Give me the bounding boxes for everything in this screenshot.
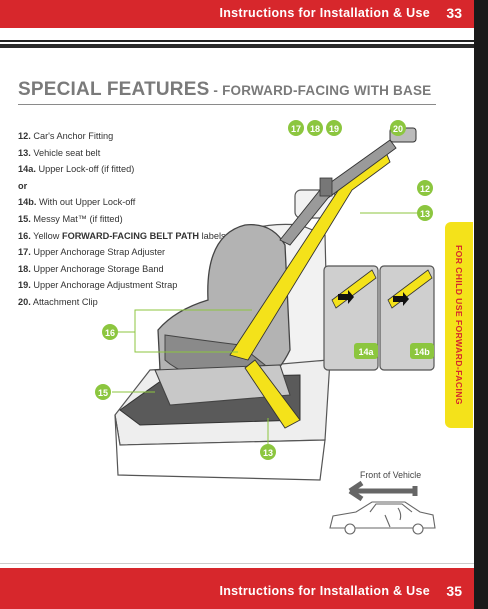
legend-text: With out Upper Lock-off [38,197,136,208]
legend-text: Attachment Clip [32,296,98,307]
legend-number: 14b. [18,197,37,208]
callout-20: 20 [390,120,406,136]
legend-text: Vehicle seat belt [33,147,101,158]
legend-item: 13. Vehicle seat belt [18,145,228,162]
legend-text: Messy Mat™ (if fitted) [33,213,123,224]
vehicle-seat-front [114,414,326,481]
side-tab: FOR CHILD USE FORWARD-FACING [445,222,473,428]
legend-or: or [18,180,28,191]
top-header-title: Instructions for Installation & Use [219,6,430,20]
legend-text: Upper Anchorage Storage Band [33,263,164,274]
front-of-vehicle-label: Front of Vehicle [360,470,422,480]
callout-19: 19 [326,120,342,136]
legend-number: 17. [18,247,31,258]
front-arrow-icon [348,480,418,502]
legend-text-bold: FORWARD-FACING BELT PATH [61,230,200,241]
legend-item: 17. Upper Anchorage Strap Adjuster [18,244,228,261]
svg-text:14b: 14b [414,347,430,357]
svg-text:17: 17 [291,124,301,134]
callout-18: 18 [307,120,323,136]
legend-text: Upper Anchorage Adjustment Strap [33,280,178,291]
heading-main: SPECIAL FEATURES [18,79,210,100]
legend-item: 20. Attachment Clip [18,294,228,311]
svg-text:19: 19 [329,124,339,134]
legend-text: Upper Lock-off (if fitted) [38,164,135,175]
footer-rule [0,563,474,564]
side-tab-text: FOR CHILD USE FORWARD-FACING [454,245,464,405]
legend-number: 14a. [18,164,36,175]
strap-adjuster [319,177,333,197]
callout-13-bottom: 13 [260,444,276,460]
yellow-seat-belt-lower [244,359,301,429]
legend-item: 19. Upper Anchorage Adjustment Strap [18,277,228,294]
leader-16-lower [134,332,238,353]
callout-16: 16 [102,324,118,340]
heading-sub: FORWARD-FACING WITH BASE [222,83,432,98]
svg-text:18: 18 [310,124,320,134]
bottom-page-number: 35 [446,583,462,599]
svg-text:20: 20 [393,124,403,134]
legend-number: 20. [18,296,31,307]
legend-item: 14a. Upper Lock-off (if fitted) [18,161,228,178]
inset-14b-arrow-label [393,292,409,306]
car-seat-illustration: 17 18 19 20 12 13 16 15 13 14a 14b [95,120,436,535]
leader-16-upper [118,309,252,333]
top-page-number: 33 [446,5,462,21]
callout-13-top: 13 [417,205,433,221]
car-outline-icon [329,501,436,535]
feature-legend: 12. Car's Anchor Fitting 13. Vehicle sea… [18,128,228,311]
legend-number: 19. [18,280,31,291]
legend-item: 16. Yellow FORWARD-FACING BELT PATH labe… [18,228,228,245]
callout-leaders [112,212,420,452]
svg-text:15: 15 [98,388,108,398]
legend-item: 15. Messy Mat™ (if fitted) [18,211,228,228]
svg-text:14a: 14a [358,347,374,357]
legend-number: 15. [18,213,31,224]
top-header-bar: Instructions for Installation & Use 33 [0,0,474,28]
previous-page-strip [0,28,474,42]
legend-number: 16. [18,230,31,241]
callout-14a: 14a [354,343,378,359]
bottom-footer-bar: Instructions for Installation & Use 35 [0,568,474,609]
bottom-footer-title: Instructions for Installation & Use [219,584,430,598]
legend-text: Car's Anchor Fitting [33,131,114,141]
manual-page: Instructions for Installation & Use 33 S… [0,0,474,609]
legend-text: labels [199,230,226,241]
page-gap [0,44,474,48]
callout-15: 15 [95,384,111,400]
legend-item: 12. Car's Anchor Fitting [18,128,228,145]
heading-divider [18,104,436,105]
callout-12: 12 [417,180,433,196]
legend-number: 13. [18,147,31,158]
legend-item: 14b. With out Upper Lock-off [18,194,228,211]
svg-text:13: 13 [263,448,273,458]
svg-text:13: 13 [420,209,430,219]
legend-number: 18. [18,263,31,274]
legend-number: 12. [18,131,31,141]
legend-text: Yellow [33,230,62,241]
legend-text: Upper Anchorage Strap Adjuster [33,247,166,258]
inset-14a-arrow-label [338,290,354,304]
callout-17: 17 [288,120,304,136]
callout-14b: 14b [410,343,434,359]
heading-separator: - [209,83,223,98]
svg-text:12: 12 [420,184,430,194]
section-heading: SPECIAL FEATURES - FORWARD-FACING WITH B… [18,79,431,101]
svg-text:16: 16 [105,328,115,338]
legend-item: 18. Upper Anchorage Storage Band [18,261,228,278]
